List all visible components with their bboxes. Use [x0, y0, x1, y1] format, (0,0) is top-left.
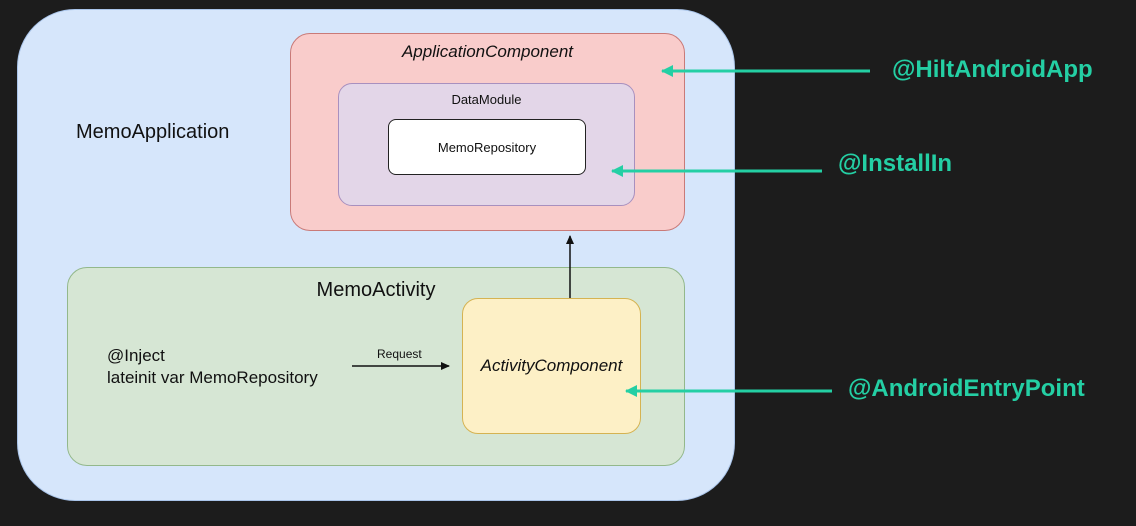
memo-repository-label: MemoRepository	[437, 140, 537, 155]
hilt-android-app-annotation: @HiltAndroidApp	[892, 56, 1093, 83]
install-in-annotation: @InstallIn	[838, 150, 953, 177]
memo-activity-label: MemoActivity	[316, 279, 436, 301]
application-component-label: ApplicationComponent	[401, 42, 574, 61]
inject-field-text: lateinit var MemoRepository	[107, 368, 318, 387]
activity-component-label: ActivityComponent	[480, 356, 623, 375]
inject-code-snippet: @Inject lateinit var MemoRepository	[107, 345, 318, 389]
memo-application-label: MemoApplication	[76, 121, 230, 143]
memo-repository-box	[388, 119, 586, 175]
data-module-label: DataModule	[451, 92, 522, 107]
request-label: Request	[377, 347, 422, 361]
inject-annotation-text: @Inject	[107, 346, 165, 365]
activity-component-box	[462, 298, 641, 434]
android-entry-point-annotation: @AndroidEntryPoint	[848, 375, 1085, 402]
